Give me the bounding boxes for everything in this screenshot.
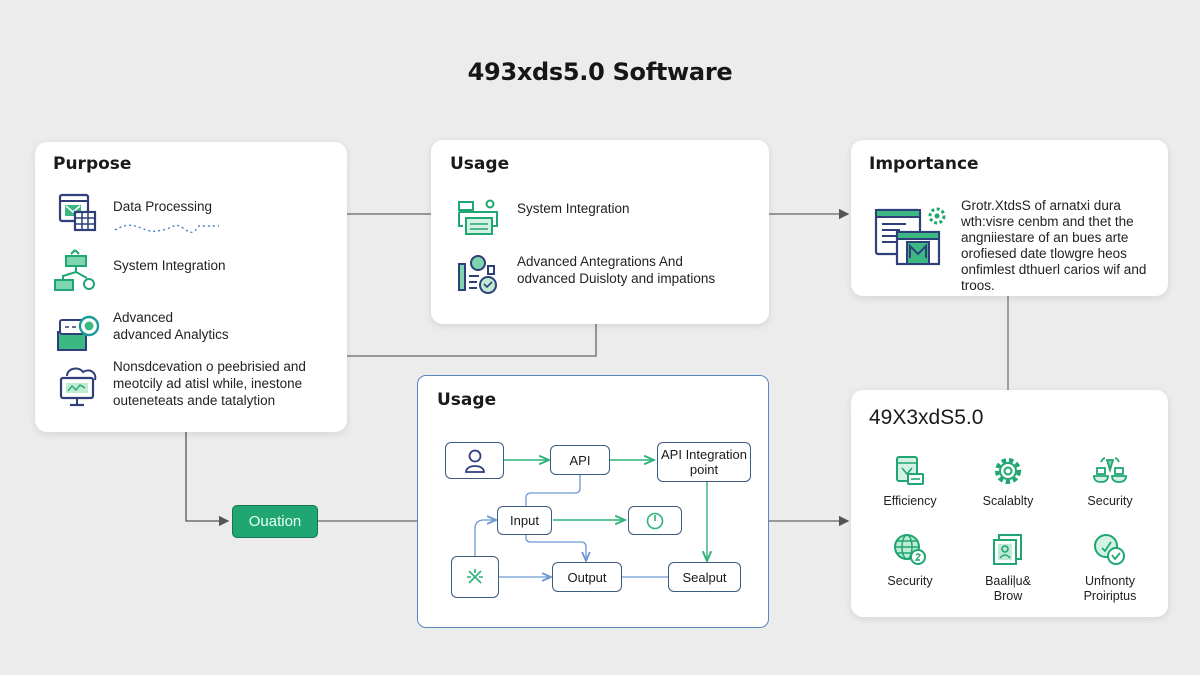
usage-heading: Usage xyxy=(450,154,510,174)
feature-check: Unfnonty Proiriptus xyxy=(1060,532,1160,604)
globe-security-icon xyxy=(894,534,926,565)
importance-text-line2: wth:visre cenbm and thet the xyxy=(961,214,1134,229)
product-heading: 49X3xdS5.0 xyxy=(869,406,984,429)
feature-scalability-label: Scalablty xyxy=(982,494,1034,508)
purpose-heading: Purpose xyxy=(53,154,132,174)
user-chart-icon xyxy=(458,255,497,294)
connector-purpose-question xyxy=(185,432,230,527)
flow-node-sealput[interactable]: Sealput xyxy=(668,562,741,592)
usage-card: Usage System Integration Advanced Antegr… xyxy=(431,140,769,324)
documents-icon xyxy=(993,534,1022,565)
importance-text-line6: troos. xyxy=(961,278,995,293)
feature-security-balance: Security xyxy=(1060,454,1160,509)
flowchart-icon xyxy=(54,249,95,291)
product-card: 49X3xdS5.0 Efficiency Scalablty Security… xyxy=(851,390,1168,617)
data-flow-squiggle-icon xyxy=(114,224,219,233)
flow-arrow-input-output xyxy=(525,534,586,561)
processor-x-icon xyxy=(467,569,483,584)
purpose-desc-line2: meotcily ad atisl while, inestone xyxy=(113,376,303,391)
chat-analytics-icon xyxy=(57,315,100,351)
feature-security-globe: Security xyxy=(860,532,960,589)
efficiency-icon xyxy=(896,456,924,485)
feature-scalability: Scalablty xyxy=(958,454,1058,509)
page-title: 493xds5.0 Software xyxy=(467,58,733,86)
feature-efficiency: Efficiency xyxy=(860,454,960,509)
purpose-desc-line3: outeneteats ande tatalytion xyxy=(113,393,276,408)
feature-documents-label-line2: Brow xyxy=(993,589,1023,603)
importance-text-line3: angniiestare of an bues arte xyxy=(961,230,1129,245)
question-button[interactable]: Ouation xyxy=(232,505,318,538)
check-circle-icon xyxy=(1094,534,1125,565)
feature-documents: Baaliļu& Brow xyxy=(958,532,1058,604)
balance-security-icon xyxy=(1093,457,1127,483)
printer-integration-icon xyxy=(458,199,498,235)
purpose-item-advanced-line1: Advanced xyxy=(113,310,174,325)
importance-text-line5: onfimlest dthuerl carios wif and xyxy=(961,262,1147,277)
flow-node-processor[interactable] xyxy=(451,556,499,598)
api-integration-label-line1: API Integration xyxy=(661,447,747,462)
flow-line-api-input xyxy=(525,474,581,506)
purpose-item-system-integration: System Integration xyxy=(113,258,226,273)
flow-node-api-integration-point[interactable]: API Integration point xyxy=(657,442,751,482)
flow-node-input[interactable]: Input xyxy=(497,506,552,535)
connector-purpose-usage-lower xyxy=(347,324,597,357)
flow-node-api[interactable]: API xyxy=(550,445,610,475)
importance-heading: Importance xyxy=(869,154,979,174)
timer-icon xyxy=(646,512,664,529)
feature-security-balance-label: Security xyxy=(1087,494,1133,508)
usage-flow-panel: Usage API API Integration point Input Ou… xyxy=(417,375,769,628)
flow-node-user[interactable] xyxy=(445,442,504,479)
monitor-cloud-icon xyxy=(59,367,97,407)
user-icon xyxy=(464,449,485,473)
flow-node-output[interactable]: Output xyxy=(552,562,622,592)
purpose-desc-line1: Nonsdcevation o peebrisied and xyxy=(113,359,306,374)
importance-text-line4: orofiesed date tlowgre heos xyxy=(961,246,1127,261)
usage-item-advanced-line2: odvanced Duisloty and impations xyxy=(517,271,716,286)
spreadsheet-window-icon xyxy=(58,193,97,232)
usage-flow-heading: Usage xyxy=(437,390,497,410)
flow-arrows xyxy=(418,376,770,629)
usage-item-system-integration: System Integration xyxy=(517,201,630,216)
feature-efficiency-label: Efficiency xyxy=(883,494,937,508)
usage-item-advanced-line1: Advanced Antegrations And xyxy=(517,254,683,269)
flow-node-timer[interactable] xyxy=(628,506,682,535)
flow-arrow-processor-input xyxy=(475,520,496,564)
importance-text-line1: Grotr.XtdsS of arnatxi dura xyxy=(961,198,1121,213)
importance-card: Importance Grotr.XtdsS of arnatxi dura w… xyxy=(851,140,1168,296)
feature-documents-label-line1: Baaliļu& xyxy=(985,574,1031,588)
purpose-card: Purpose Data Processing System Integrati… xyxy=(35,142,347,432)
feature-check-label-line1: Unfnonty xyxy=(1084,574,1136,588)
feature-security-globe-label: Security xyxy=(887,574,933,588)
purpose-item-advanced-line2: advanced Analytics xyxy=(113,327,229,342)
browser-windows-gear-icon xyxy=(874,207,946,266)
api-integration-label-line2: point xyxy=(689,462,719,477)
purpose-item-data-processing: Data Processing xyxy=(113,199,213,214)
feature-check-label-line2: Proiriptus xyxy=(1083,589,1137,603)
gear-icon xyxy=(995,458,1021,484)
